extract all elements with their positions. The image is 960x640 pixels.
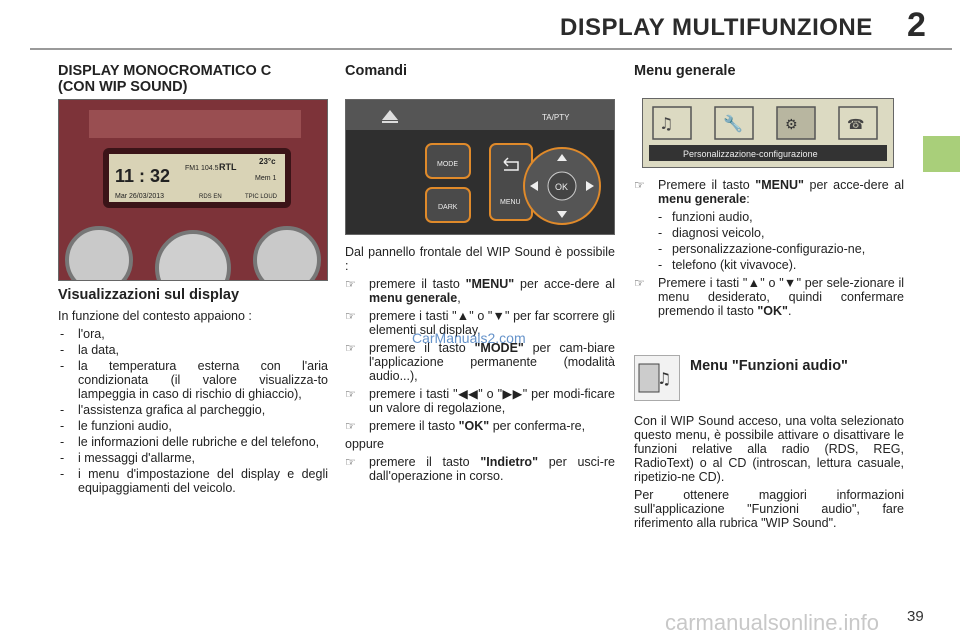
list-item: i menu d'impostazione del display e degl…: [58, 467, 328, 495]
list-item: telefono (kit vivavoce).: [658, 258, 904, 272]
bullet-seek: ☞premere i tasti "◀◀" o "▶▶" per modi-fi…: [345, 387, 615, 415]
chapter-number: 2: [907, 6, 926, 44]
hand-pointer-icon: ☞: [345, 309, 356, 323]
menu-screen-image: ♫ 🔧 ⚙ ☎ Personalizzazione-configurazione: [642, 98, 894, 168]
bullet-select-menu: ☞Premere i tasti "▲" o "▼" per sele-zion…: [634, 276, 904, 318]
display-date: Mar 26/03/2013: [115, 193, 164, 200]
bullet-mode: ☞premere il tasto "MODE" per cam-biare l…: [345, 341, 615, 383]
list-item: le funzioni audio,: [58, 419, 328, 433]
list-item: l'ora,: [58, 327, 328, 341]
hand-pointer-icon: ☞: [345, 341, 356, 355]
display-frequency: FM1 104.5: [185, 165, 219, 172]
column-comandi: Comandi: [345, 63, 615, 79]
bullet-back: ☞premere il tasto "Indietro" per usci-re…: [345, 455, 615, 483]
display-items-list: l'ora, la data, la temperatura esterna c…: [58, 327, 328, 495]
page-header-title: DISPLAY MULTIFUNZIONE: [560, 14, 873, 41]
oppure-text: oppure: [345, 437, 384, 451]
audio-menu-paragraph-2: Per ottenere maggiori informazioni sull'…: [634, 488, 904, 530]
hand-pointer-icon: ☞: [345, 387, 356, 401]
audio-menu-paragraph-1: Con il WIP Sound acceso, una volta selez…: [634, 414, 904, 484]
list-item: personalizzazione-configurazio-ne,: [658, 242, 904, 256]
list-item: le informazioni delle rubriche e del tel…: [58, 435, 328, 449]
list-item: l'assistenza grafica al parcheggio,: [58, 403, 328, 417]
display-station: RTL: [219, 162, 237, 172]
display-temperature: 23°c: [259, 157, 276, 166]
menu-label: MENU: [500, 199, 521, 206]
comandi-intro: Dal pannello frontale del WIP Sound è po…: [345, 245, 615, 273]
hand-pointer-icon: ☞: [345, 277, 356, 291]
chapter-tab: [923, 136, 960, 172]
ta-pty-label: TA/PTY: [542, 113, 570, 122]
section-title-display: DISPLAY MONOCROMATICO C (CON WIP SOUND): [58, 63, 272, 95]
dashboard-illustration: 11 : 32 Mar 26/03/2013 FM1 104.5 RTL 23°…: [59, 100, 327, 280]
subsection-title: Visualizzazioni sul display: [58, 287, 240, 303]
list-item: diagnosi veicolo,: [658, 226, 904, 240]
display-photo: 11 : 32 Mar 26/03/2013 FM1 104.5 RTL 23°…: [58, 99, 328, 281]
control-panel-photo: TA/PTY MODE DARK MENU OK: [345, 99, 615, 235]
header-rule: [30, 48, 952, 50]
bullet-ok: ☞premere il tasto "OK" per conferma-re,: [345, 419, 586, 433]
bullet-arrows: ☞premere i tasti "▲" o "▼" per far scorr…: [345, 309, 615, 337]
watermark-text: CarManuals2.com: [412, 330, 526, 346]
menu-generale-section: ☞Premere il tasto "MENU" per acce-dere a…: [634, 178, 904, 322]
wrench-icon: 🔧: [723, 114, 743, 133]
menu-generale-sublist: funzioni audio, diagnosi veicolo, person…: [658, 210, 904, 272]
list-item: funzioni audio,: [658, 210, 904, 224]
mode-label: MODE: [437, 161, 458, 168]
column-menu-generale: Menu generale: [634, 63, 904, 79]
audio-menu-title-wrap: Menu "Funzioni audio": [690, 358, 910, 374]
display-rds: RDS EN: [199, 194, 222, 200]
list-item: la temperatura esterna con l'aria condiz…: [58, 359, 328, 401]
bullet-menu-generale: ☞Premere il tasto "MENU" per acce-dere a…: [634, 178, 904, 206]
intro-text: In funzione del contesto appaiono :: [58, 309, 252, 323]
hand-pointer-icon: ☞: [345, 455, 356, 469]
comandi-section: Dal pannello frontale del WIP Sound è po…: [345, 245, 615, 487]
dark-label: DARK: [438, 204, 458, 211]
hand-pointer-icon: ☞: [634, 178, 645, 192]
bullet-menu: ☞premere il tasto "MENU" per acce-dere a…: [345, 277, 615, 305]
section-title-audio-menu: Menu "Funzioni audio": [690, 358, 848, 374]
hand-pointer-icon: ☞: [634, 276, 645, 290]
column-display: DISPLAY MONOCROMATICO C (CON WIP SOUND): [58, 63, 328, 95]
display-time: 11 : 32: [115, 166, 170, 186]
list-item: i messaggi d'allarme,: [58, 451, 328, 465]
audio-icon: ♫: [659, 114, 673, 133]
menu-screen-caption: Personalizzazione-configurazione: [683, 149, 818, 159]
phone-icon: ☎: [847, 117, 864, 133]
audio-functions-icon: ♫: [638, 363, 671, 393]
svg-text:♫: ♫: [657, 369, 671, 388]
page-number: 39: [907, 608, 924, 625]
list-item: la data,: [58, 343, 328, 357]
footer-watermark: carmanualsonline.info: [665, 610, 880, 635]
display-tpic: TPIC LOUD: [245, 194, 278, 200]
display-memory: Mem 1: [255, 175, 277, 182]
section-title-comandi: Comandi: [345, 63, 408, 79]
control-panel-illustration: TA/PTY MODE DARK MENU OK: [346, 100, 614, 234]
hand-pointer-icon: ☞: [345, 419, 356, 433]
audio-menu-icon: ♫: [634, 355, 680, 401]
menu-screen-illustration: ♫ 🔧 ⚙ ☎ Personalizzazione-configurazione: [643, 99, 893, 167]
display-section: Visualizzazioni sul display In funzione …: [58, 287, 328, 497]
ok-label: OK: [555, 182, 568, 192]
section-title-menu-generale: Menu generale: [634, 63, 736, 79]
audio-menu-section: Con il WIP Sound acceso, una volta selez…: [634, 414, 904, 534]
settings-icon: ⚙: [785, 117, 798, 133]
